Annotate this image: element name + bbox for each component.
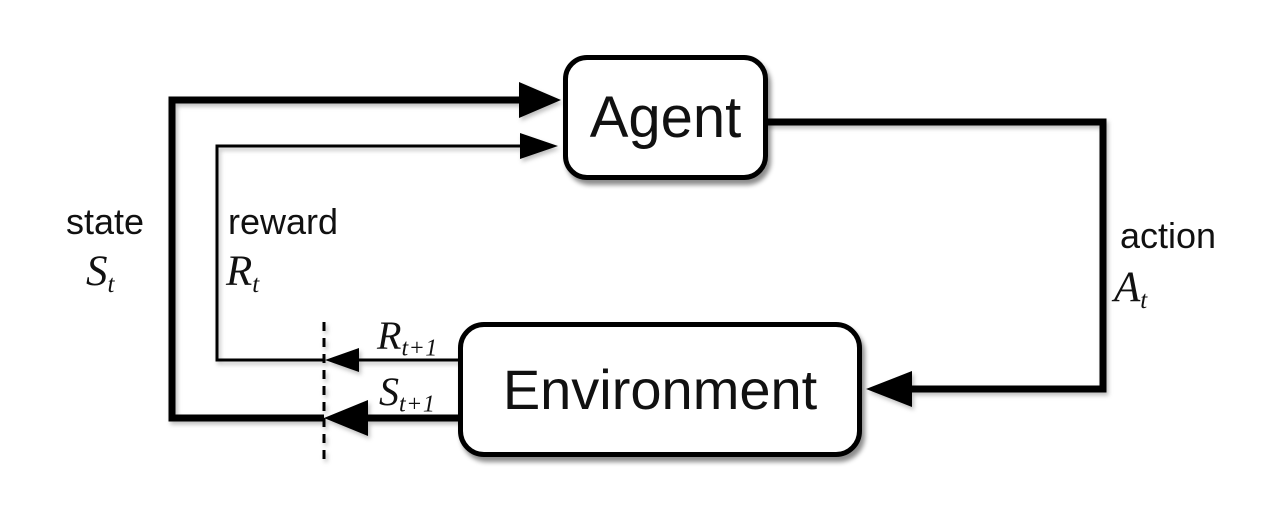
- agent-node: Agent: [563, 55, 768, 180]
- state-label: state: [66, 201, 145, 242]
- reward-symbol-letter: R: [226, 248, 253, 295]
- action-symbol: At: [1114, 266, 1148, 313]
- environment-node: Environment: [458, 322, 862, 457]
- reward-symbol: Rt: [226, 250, 260, 297]
- reward-line: [215, 144, 522, 362]
- next-state-symbol-subscript: t+1: [399, 391, 436, 418]
- reward-symbol-subscript: t: [252, 271, 260, 298]
- environment-node-label: Environment: [502, 358, 818, 421]
- reward-label: reward: [228, 201, 339, 242]
- next-state-arrowhead-icon: [324, 400, 368, 436]
- action-line: [766, 118, 1107, 393]
- action-arrowhead-icon: [866, 371, 912, 407]
- next-reward-symbol-subscript: t+1: [401, 335, 438, 362]
- state-symbol-subscript: t: [107, 271, 115, 298]
- action-symbol-letter: A: [1114, 264, 1141, 311]
- next-state-symbol-letter: S: [379, 369, 399, 414]
- next-reward-symbol: Rt+1: [377, 316, 438, 361]
- state-arrowhead-icon: [519, 82, 561, 118]
- agent-node-label: Agent: [589, 85, 742, 150]
- action-symbol-subscript: t: [1140, 287, 1148, 314]
- state-line: [168, 96, 524, 422]
- reward-arrowhead-icon: [520, 133, 558, 159]
- next-reward-arrowhead-icon: [325, 348, 359, 372]
- state-symbol: St: [86, 250, 115, 297]
- action-label: action: [1120, 215, 1217, 256]
- state-symbol-letter: S: [86, 248, 108, 295]
- next-reward-symbol-letter: R: [377, 313, 402, 358]
- next-state-symbol: St+1: [379, 372, 435, 417]
